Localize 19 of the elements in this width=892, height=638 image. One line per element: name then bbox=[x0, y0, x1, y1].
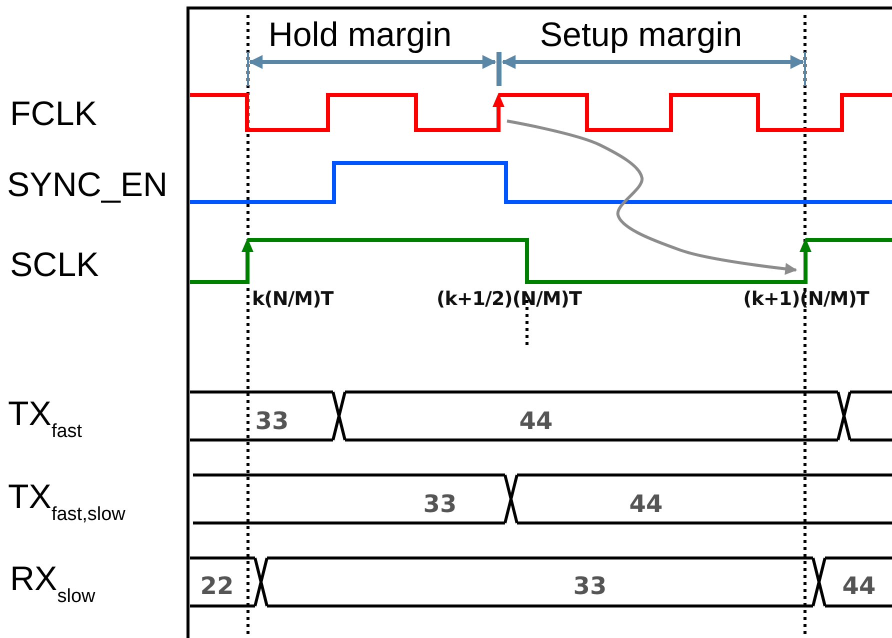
signal-label: SYNC_EN bbox=[7, 168, 168, 202]
signal-label: FCLK bbox=[10, 97, 97, 131]
bus-value: 33 bbox=[255, 409, 289, 433]
bus-value: 22 bbox=[200, 574, 234, 598]
bus-value: 44 bbox=[629, 492, 663, 516]
time-label: (k+1/2)(N/M)T bbox=[436, 290, 582, 309]
bus-value: 33 bbox=[423, 492, 457, 516]
signal-label: RX$_{slow}$ bbox=[10, 562, 96, 606]
signal-label: TX$_{fast}$ bbox=[8, 397, 82, 441]
dimension-label: Setup margin bbox=[540, 18, 742, 52]
signal-label: TX$_{fast,slow}$ bbox=[8, 480, 126, 524]
arrow bbox=[506, 120, 798, 275]
bus-value: 44 bbox=[519, 409, 553, 433]
signal-label: SCLK bbox=[10, 248, 99, 282]
dimension-label: Hold margin bbox=[268, 18, 452, 52]
time-label: (k+1)(N/M)T bbox=[743, 290, 869, 309]
bus-value: 44 bbox=[842, 574, 876, 598]
bus-value: 33 bbox=[573, 574, 607, 598]
time-label: k(N/M)T bbox=[252, 290, 334, 309]
